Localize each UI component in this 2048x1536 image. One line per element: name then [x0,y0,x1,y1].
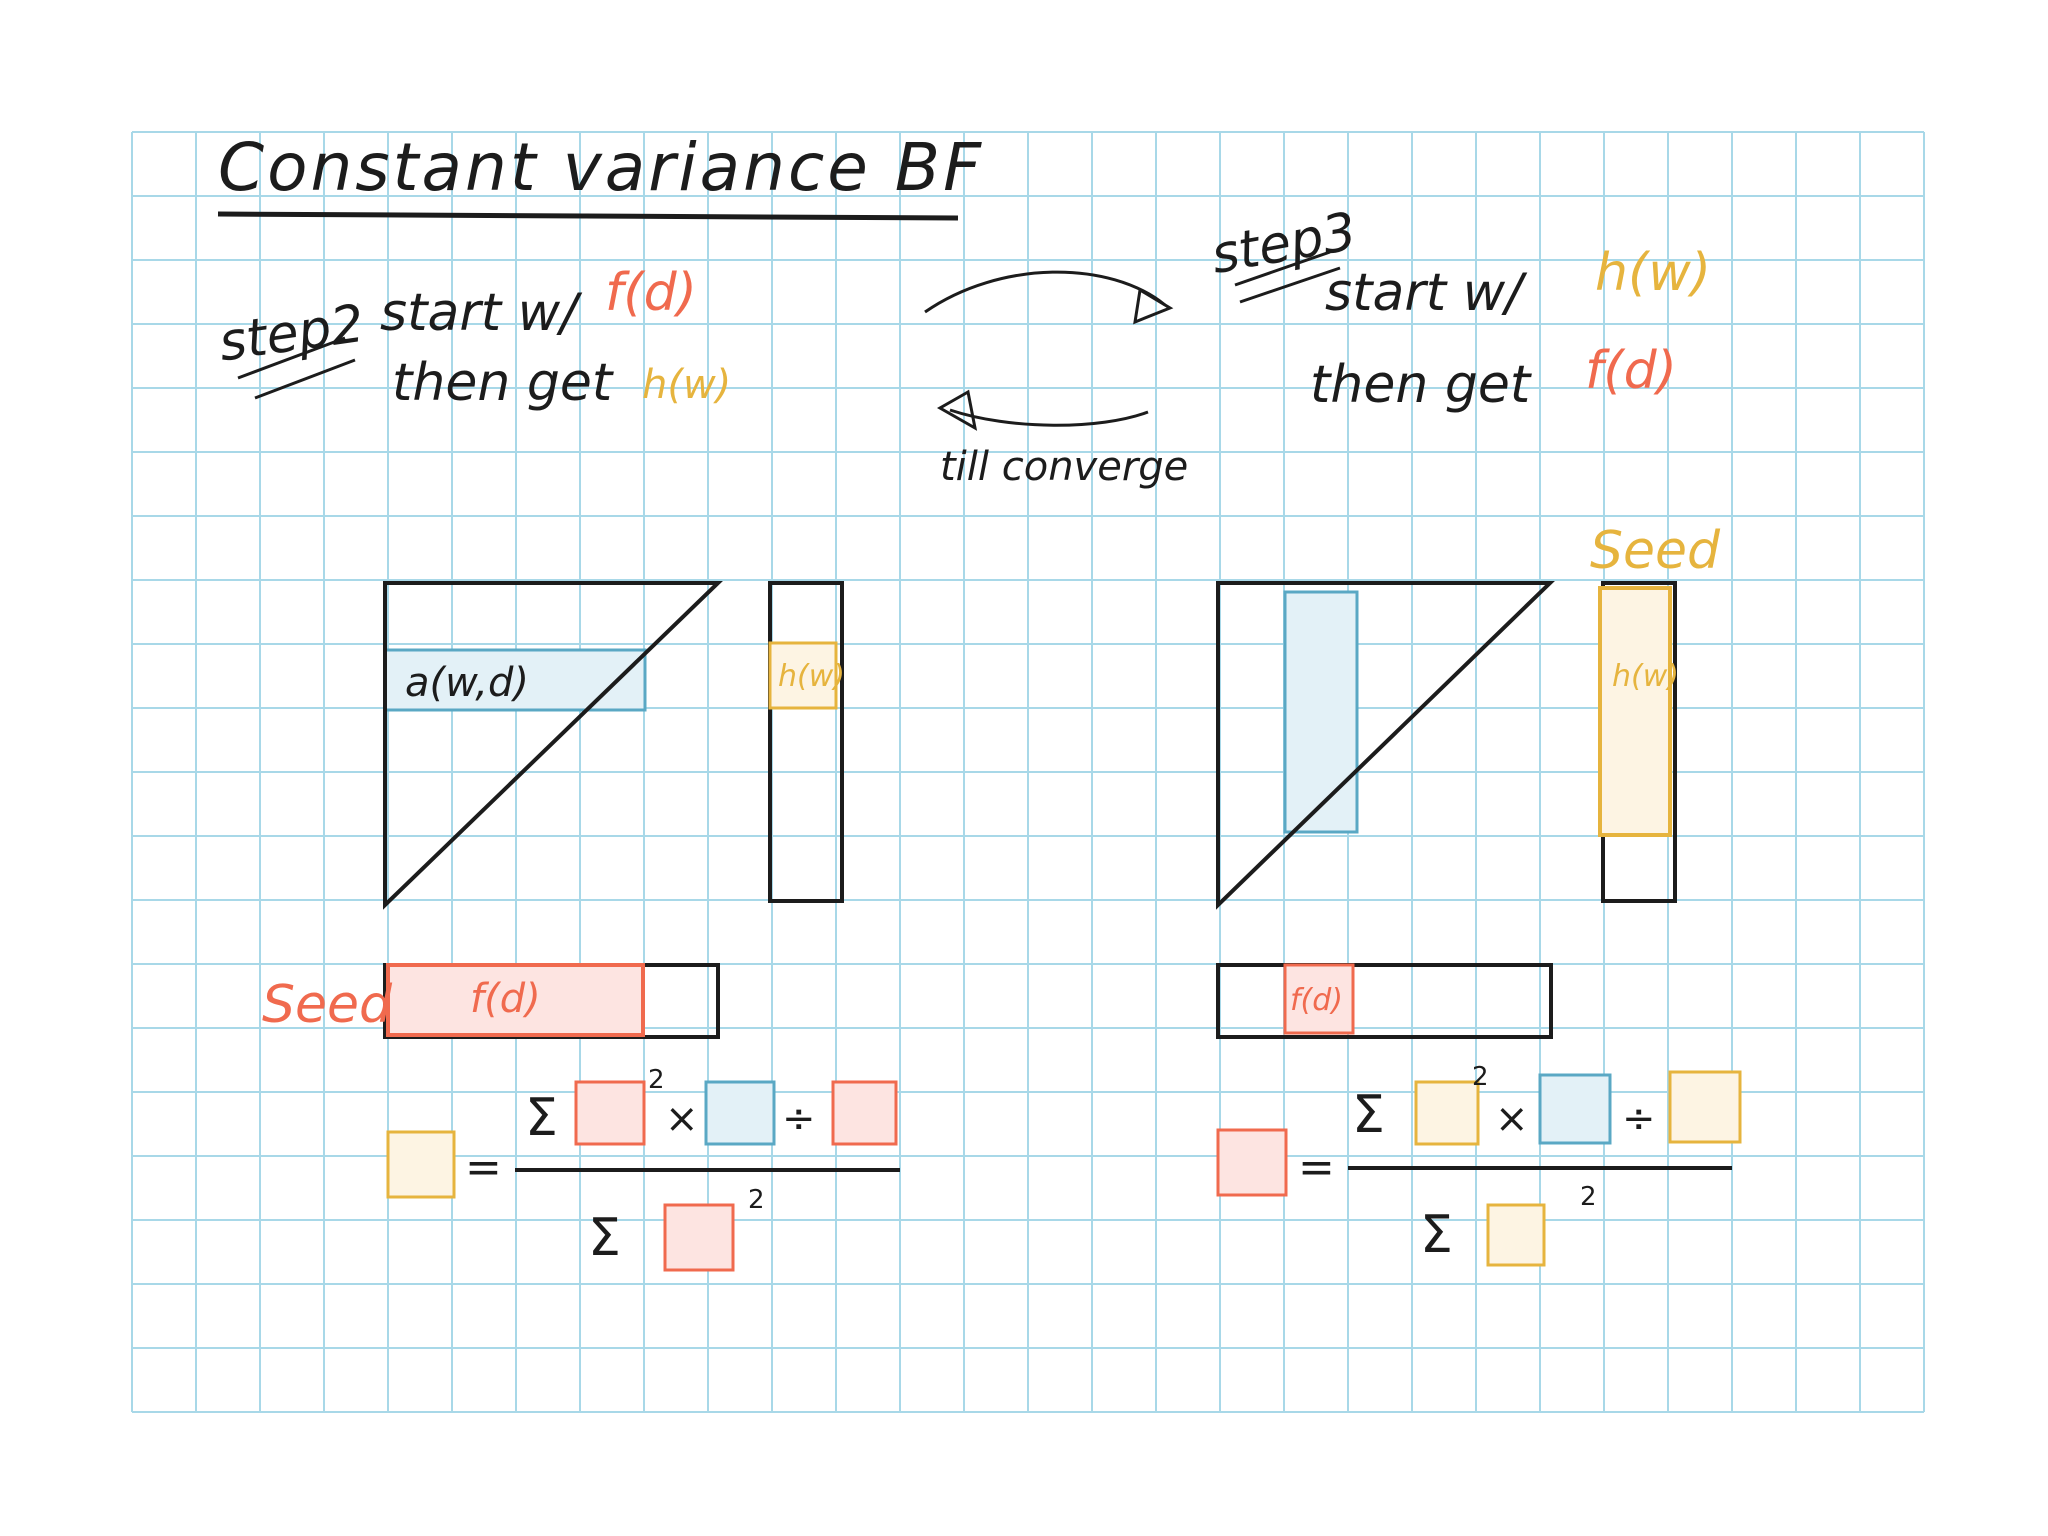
left-diagram: a(w,d) h(w) f(d) Seed [262,581,845,1039]
left-column-vector [768,581,844,903]
left-num-red-box [574,1080,646,1146]
left-row-label: f(d) [470,976,541,1022]
step3-line2-term: f(d) [1585,341,1677,401]
right-divide: ÷ [1622,1096,1656,1142]
backward-arrow [949,408,1149,427]
step3-line1-term: h(w) [1595,243,1711,303]
right-den-sum: Σ [1420,1205,1453,1265]
left-equals: = [465,1142,502,1193]
left-times: × [665,1096,699,1142]
right-formula: = Σ 2 × ÷ Σ 2 [1216,1062,1742,1267]
page-title: Constant variance BF [218,129,984,206]
left-seed-label: Seed [262,975,393,1035]
left-triangular-matrix [383,581,723,910]
step3-underline [1234,250,1341,304]
left-divide: ÷ [782,1096,816,1142]
right-diagram: h(w) Seed f(d) [1216,521,1721,1039]
right-seed-label: Seed [1590,521,1721,581]
matrix-row-highlight [383,648,647,712]
right-num-yellow-box-2 [1668,1070,1742,1144]
right-times: × [1495,1096,1529,1142]
left-den-sum: Σ [588,1208,621,1268]
right-equals: = [1298,1142,1335,1193]
step2-underline [237,336,356,400]
right-num-blue-box [1538,1073,1612,1145]
backward-arrowhead-icon [936,389,978,431]
left-num-square: 2 [648,1065,665,1095]
matrix-column-highlight [1283,590,1359,834]
right-num-square: 2 [1472,1062,1489,1092]
left-result-box [386,1130,456,1199]
right-column-label: h(w) [1612,659,1679,694]
right-triangular-matrix [1216,581,1555,910]
step2-label: step2 [215,294,368,374]
step3-line2-prefix: then get [1310,355,1532,415]
forward-arrow [924,270,1166,314]
left-column-label: h(w) [778,659,845,694]
forward-arrowhead-icon [1133,287,1174,325]
right-num-sum: Σ [1352,1085,1385,1145]
right-column-highlight [1598,586,1672,837]
step2-line1-prefix: start w/ [380,283,583,343]
left-column-highlight [768,641,838,710]
step2-line2-term: h(w) [642,362,731,408]
loop-label: till converge [940,444,1188,490]
left-row-highlight [386,963,645,1037]
left-num-blue-box [704,1080,776,1146]
right-num-yellow-box [1414,1080,1480,1146]
left-den-square: 2 [748,1185,765,1215]
step2-line2-prefix: then get [392,353,614,413]
right-result-box [1216,1128,1288,1197]
left-den-red-box [663,1203,735,1272]
step3-line1-prefix: start w/ [1325,263,1528,323]
right-row-label: f(d) [1290,983,1343,1018]
left-formula: = Σ 2 × ÷ Σ 2 [386,1065,900,1272]
left-num-red-box-2 [831,1080,898,1146]
title-underline [217,211,959,221]
step2-line1-term: f(d) [605,263,697,323]
matrix-label: a(w,d) [405,660,529,706]
right-row-vector [1216,963,1553,1039]
right-den-square: 2 [1580,1182,1597,1212]
right-row-highlight [1283,963,1355,1035]
step2-note: step2 [215,294,368,374]
right-den-yellow-box [1486,1203,1546,1267]
left-num-sum: Σ [525,1088,558,1148]
